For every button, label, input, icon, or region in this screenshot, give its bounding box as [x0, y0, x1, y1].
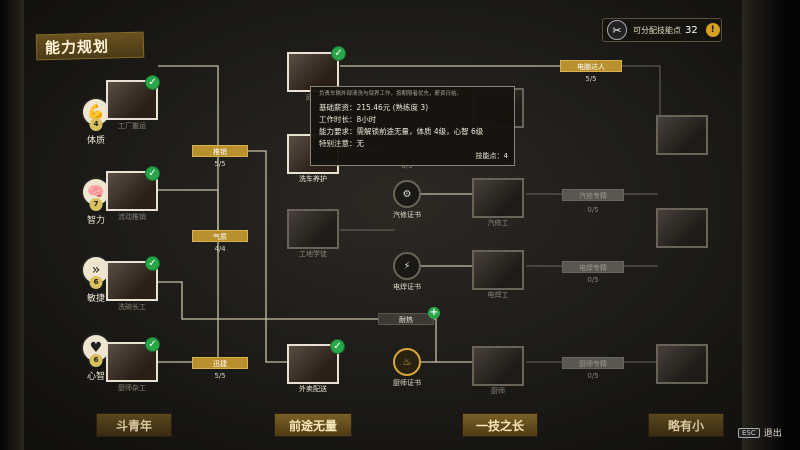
- job-image: [289, 54, 337, 90]
- stage-banner-minor: 略有小: [648, 413, 724, 437]
- alert-icon[interactable]: !: [705, 23, 720, 37]
- check-icon: ✓: [330, 339, 345, 354]
- job-card-mechanic[interactable]: [472, 178, 524, 218]
- job-image: [658, 346, 706, 382]
- job-label: 流动推销: [118, 213, 146, 221]
- cert-name: 汽修证书: [393, 211, 421, 219]
- perk-welding-mastery[interactable]: 电焊专精: [562, 261, 624, 273]
- job-card-construction[interactable]: [287, 209, 339, 249]
- stage-banner-promising: 前途无量: [274, 413, 352, 437]
- exit-label: 退出: [763, 429, 782, 439]
- job-card-sales[interactable]: [106, 171, 158, 211]
- perk-progress: 5/5: [585, 75, 597, 83]
- check-icon: ✓: [145, 337, 160, 352]
- attribute-name: 敏捷: [86, 294, 105, 304]
- perk-progress: 4/4: [214, 245, 226, 253]
- job-label: 电焊工: [487, 291, 509, 299]
- tooltip-note: 特别注意：无: [319, 139, 364, 148]
- job-image: [658, 210, 706, 246]
- job-image: [289, 346, 337, 382]
- tooltip-skill-cost: 技能点：4: [475, 152, 508, 160]
- wrench-icon: ✂: [607, 20, 627, 40]
- skill-points-value: 32: [685, 24, 698, 36]
- right-frame: [742, 0, 800, 450]
- perk-progress: 5/5: [214, 372, 226, 380]
- left-frame: [0, 0, 24, 450]
- page-title-banner: 能力规划: [35, 31, 145, 61]
- cert-chef[interactable]: ♨ 厨师证书: [379, 348, 435, 388]
- job-tooltip: 负责车辆外部清洗与保养工作，按期限者优先，薪资日结。 基础薪资：215.46元 …: [310, 86, 515, 166]
- attribute-level: 4: [89, 118, 103, 131]
- esc-key: ESC: [738, 427, 760, 438]
- job-card-edge-3[interactable]: [656, 344, 708, 384]
- job-image: [658, 117, 706, 153]
- perk-chef-mastery[interactable]: 厨师专精: [562, 357, 624, 369]
- cert-name: 电焊证书: [393, 283, 421, 291]
- perk-progress: 5/5: [214, 160, 226, 168]
- perk-computer-expert[interactable]: 电脑达人: [560, 60, 622, 72]
- job-card-net-cafe[interactable]: [287, 52, 339, 92]
- tooltip-requirement: 能力要求：需解锁前途无量，体质 4级，心智 6级: [319, 127, 484, 136]
- job-card-welder[interactable]: [472, 250, 524, 290]
- check-icon: ✓: [145, 166, 160, 181]
- tooltip-hours: 工作时长：8小时: [319, 115, 377, 124]
- welding-icon: ⚡: [393, 252, 421, 280]
- skill-points-box: ✂ 可分配技能点 32 !: [602, 18, 722, 42]
- job-label: 汽修工: [487, 219, 509, 227]
- cert-mechanic[interactable]: ⚙ 汽修证书: [379, 180, 435, 220]
- attribute-name: 体质: [86, 136, 105, 146]
- stage-banner-youth: 斗青年: [96, 413, 172, 437]
- job-image: [289, 211, 337, 247]
- perk-progress: 0/5: [587, 372, 599, 380]
- attribute-level: 7: [89, 198, 103, 211]
- perk-progress: 0/5: [401, 162, 413, 170]
- job-label: 洗碗长工: [118, 303, 146, 311]
- job-label: 工厂搬运: [118, 122, 146, 130]
- job-card-edge-2[interactable]: [656, 208, 708, 248]
- cert-name: 厨师证书: [393, 379, 421, 387]
- job-image: [474, 180, 522, 216]
- job-card-chef[interactable]: [472, 346, 524, 386]
- attribute-name: 智力: [86, 216, 105, 226]
- job-card-edge-1[interactable]: [656, 115, 708, 155]
- job-image: [474, 348, 522, 384]
- plus-icon[interactable]: +: [428, 307, 440, 319]
- check-icon: ✓: [145, 256, 160, 271]
- job-label: 厨师杂工: [118, 384, 146, 392]
- check-icon: ✓: [331, 46, 346, 61]
- perk-progress: 0/5: [587, 276, 599, 284]
- perk-heat-resist[interactable]: 耐热: [378, 313, 434, 325]
- attribute-level: 6: [89, 354, 103, 367]
- attribute-level: 6: [89, 276, 103, 289]
- page-title: 能力规划: [44, 37, 110, 57]
- tooltip-salary: 基础薪资：215.46元 (熟练度 3): [319, 103, 429, 112]
- job-label: 工地学徒: [299, 250, 327, 258]
- chef-icon: ♨: [393, 348, 421, 376]
- cert-welder[interactable]: ⚡ 电焊证书: [379, 252, 435, 292]
- job-label: 厨师: [491, 387, 505, 395]
- job-label: 洗车养护: [299, 175, 327, 183]
- perk-swift[interactable]: 迅捷: [192, 357, 248, 369]
- skill-points-label: 可分配技能点: [633, 25, 681, 35]
- stage-banner-skilled: 一技之长: [462, 413, 538, 437]
- perk-temperament[interactable]: 气质: [192, 230, 248, 242]
- perk-progress: 0/5: [587, 206, 599, 214]
- tooltip-description: 负责车辆外部清洗与保养工作，按期限者优先，薪资日结。: [319, 91, 463, 97]
- attribute-name: 心智: [86, 372, 105, 382]
- exit-button[interactable]: ESC 退出: [738, 426, 782, 439]
- job-label: 外卖配送: [299, 385, 327, 393]
- job-image: [474, 252, 522, 288]
- wrench-badge-icon: ⚙: [393, 180, 421, 208]
- perk-sales[interactable]: 推销: [192, 145, 248, 157]
- check-icon: ✓: [145, 75, 160, 90]
- perk-mechanic-mastery[interactable]: 汽修专精: [562, 189, 624, 201]
